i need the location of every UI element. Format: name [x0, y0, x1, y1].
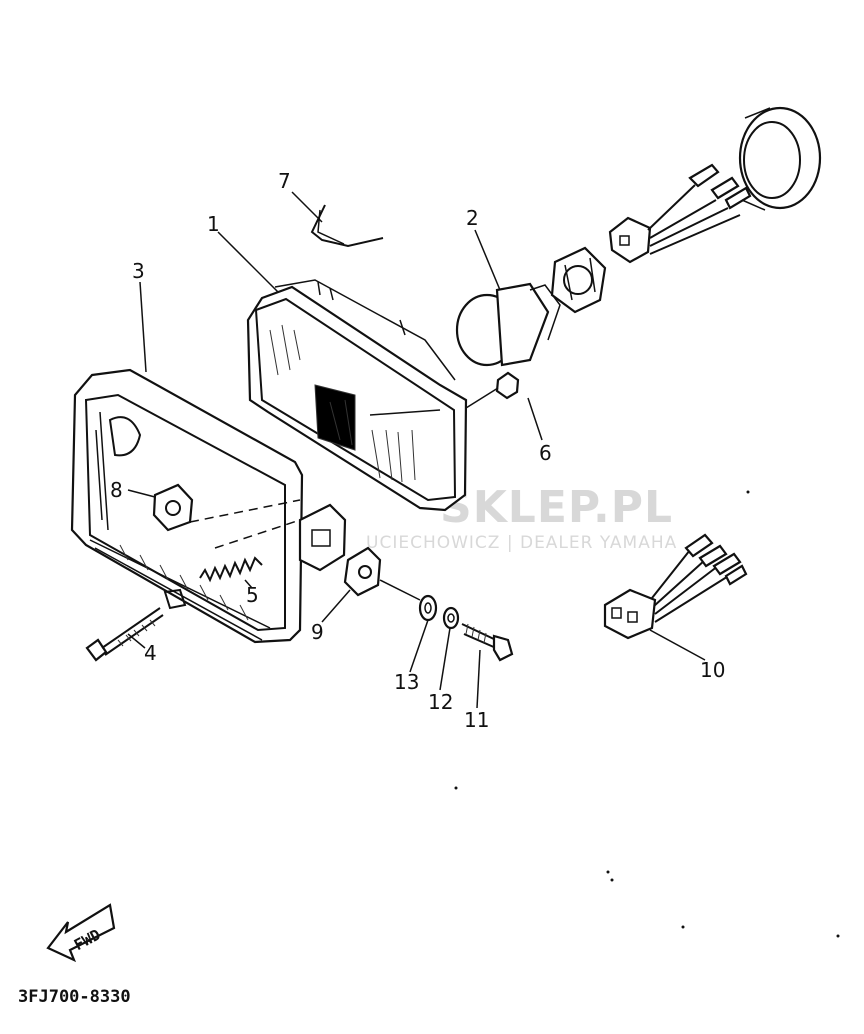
socket-cord-part [603, 533, 748, 640]
part-label-11: 11 [464, 708, 489, 732]
part-label-6: 6 [539, 441, 552, 465]
fwd-arrow-icon: FWD [46, 903, 116, 963]
spring-washer-part [442, 606, 460, 630]
watermark-text: SKLEP.PL [440, 482, 673, 533]
leader-lines [127, 191, 706, 709]
bulb-part [455, 282, 561, 367]
part-label-10: 10 [700, 658, 725, 682]
washer-part [418, 594, 438, 622]
part-label-7: 7 [278, 169, 291, 193]
part-label-1: 1 [207, 212, 220, 236]
assembly-line [189, 499, 301, 549]
part-label-3: 3 [132, 259, 145, 283]
part-label-12: 12 [428, 690, 453, 714]
damper-part [343, 546, 421, 601]
spring-part [199, 556, 263, 583]
part-label-5: 5 [246, 583, 259, 607]
bolt-part [461, 623, 514, 662]
part-label-13: 13 [394, 670, 419, 694]
nut-part [465, 371, 520, 409]
bulb-retainer-part [550, 246, 607, 314]
part-label-4: 4 [144, 641, 157, 665]
wiring-harness-part [608, 163, 752, 264]
watermark-subtext: UCIECHOWICZ | DEALER YAMAHA [366, 533, 677, 553]
part-label-8: 8 [110, 478, 123, 502]
diagram-code: 3FJ700-8330 [18, 987, 131, 1007]
part-label-2: 2 [466, 206, 479, 230]
headlight-cap-part [738, 106, 822, 211]
clip-part [310, 204, 384, 248]
part-label-9: 9 [311, 620, 324, 644]
screw-part [85, 607, 164, 662]
headlight-unit-part [246, 279, 468, 512]
